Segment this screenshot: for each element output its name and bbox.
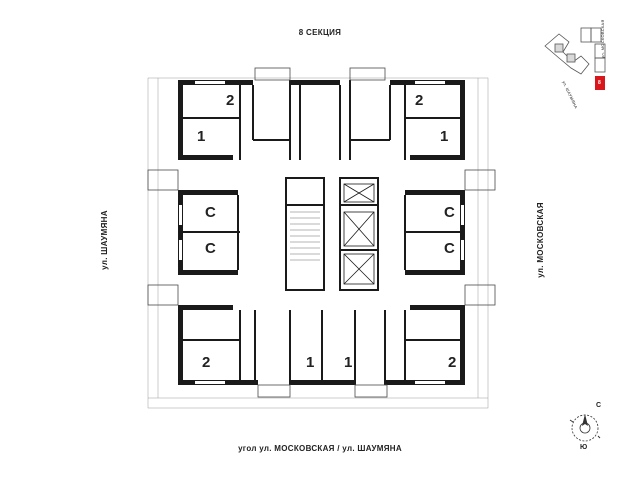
- interior-walls: [178, 80, 465, 385]
- compass-south: Ю: [580, 444, 588, 451]
- apartment-label: 1: [344, 354, 353, 371]
- apartment-label: С: [444, 204, 456, 221]
- key-plan: [544, 27, 606, 90]
- staircase: [290, 211, 320, 261]
- street-label-left: ул. ШАУМЯНА: [99, 210, 109, 270]
- corner-caption: угол ул. МОСКОВСКАЯ / ул. ШАУМЯНА: [238, 444, 402, 453]
- key-plan-street-b: ул. МОСКОВСКАЯ: [600, 19, 605, 58]
- compass-north: С: [596, 402, 602, 409]
- apartment-label: 1: [197, 128, 206, 145]
- apartment-label: 2: [202, 354, 211, 371]
- apartment-label: 2: [226, 92, 235, 109]
- current-section-marker: [595, 76, 605, 90]
- street-label-right: ул. МОСКОВСКАЯ: [535, 202, 545, 278]
- compass-icon: [569, 414, 601, 442]
- elevator-shafts: [343, 183, 375, 285]
- key-plan-section-number: 8: [598, 80, 602, 86]
- apartment-label: 1: [306, 354, 315, 371]
- windows: [179, 81, 464, 384]
- apartment-label: С: [444, 240, 456, 257]
- dimension-lines: [147, 77, 489, 409]
- apartment-label: С: [205, 240, 217, 257]
- apartment-label: С: [205, 204, 217, 221]
- apartment-label: 1: [440, 128, 449, 145]
- section-title: 8 СЕКЦИЯ: [298, 28, 342, 37]
- apartment-label: 2: [448, 354, 457, 371]
- balconies: [147, 67, 496, 398]
- apartment-label: 2: [415, 92, 424, 109]
